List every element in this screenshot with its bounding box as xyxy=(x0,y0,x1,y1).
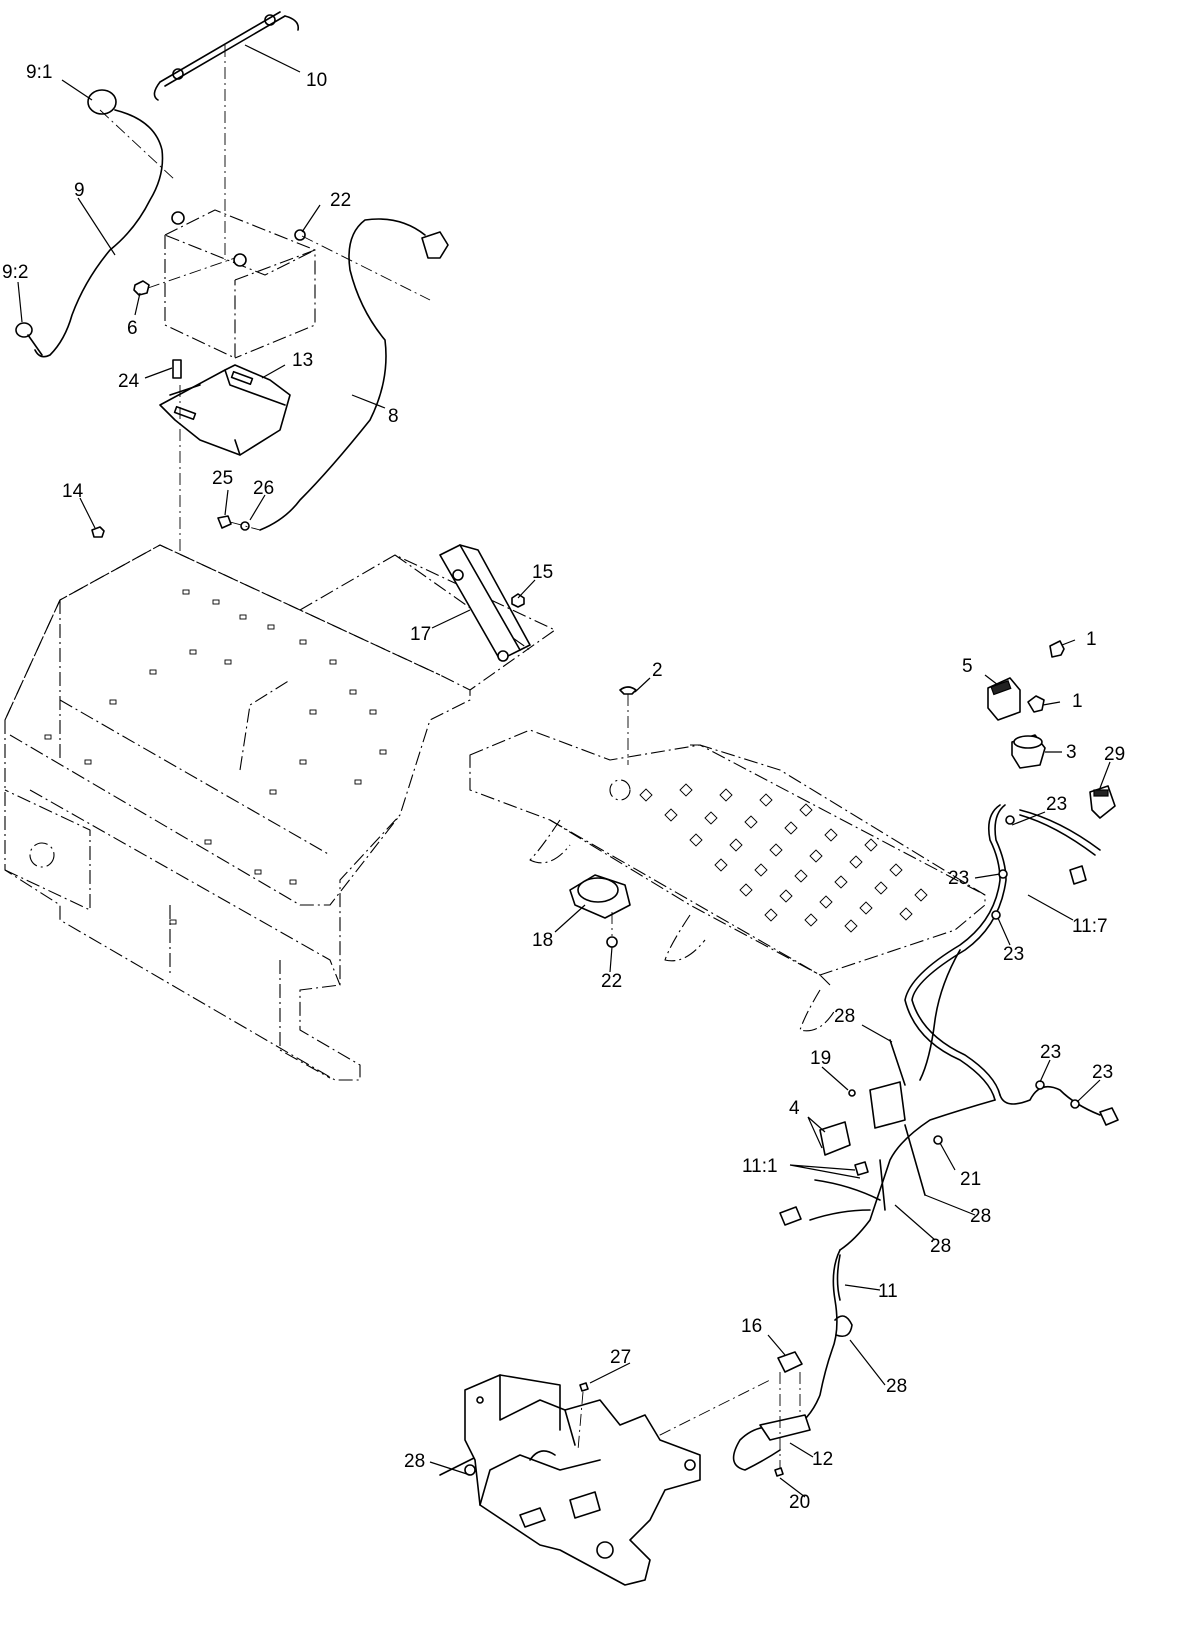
callout-23-d: 23 xyxy=(1040,1042,1061,1063)
callout-22-upper: 22 xyxy=(330,190,351,211)
callout-25: 25 xyxy=(212,468,233,489)
callout-22-lower: 22 xyxy=(601,971,622,992)
screw-27 xyxy=(579,1382,589,1392)
bolt-25 xyxy=(217,515,232,529)
nut-22-lower xyxy=(606,936,618,948)
clip-23c xyxy=(991,910,1001,920)
battery-tray xyxy=(159,359,291,555)
bolt-14 xyxy=(91,526,105,538)
connector-left xyxy=(779,1206,802,1226)
cable-ring-terminal-9-2 xyxy=(15,322,33,338)
callout-19: 19 xyxy=(810,1048,831,1069)
cable-tie-28c xyxy=(879,1159,886,1211)
callout-28-a: 28 xyxy=(834,1006,855,1027)
callout-23-b: 23 xyxy=(948,868,969,889)
callout-1-upper: 1 xyxy=(1086,629,1097,650)
callout-4: 4 xyxy=(789,1098,800,1119)
bracket-17 xyxy=(439,544,531,662)
battery-tie-down-strap xyxy=(153,11,300,101)
callout-20: 20 xyxy=(789,1492,810,1513)
lower-mounting-bracket xyxy=(464,1374,701,1586)
cable-terminal-boot-9-1 xyxy=(87,89,117,115)
nut-15 xyxy=(511,593,525,608)
seat-switch-assembly xyxy=(639,1351,811,1477)
fasteners-upper xyxy=(91,515,261,538)
callout-26: 26 xyxy=(253,478,274,499)
nut-22 xyxy=(294,229,306,241)
callout-23-a: 23 xyxy=(1046,794,1067,815)
clip-23a xyxy=(1005,815,1015,825)
callout-9-1: 9:1 xyxy=(26,62,52,83)
screw-20 xyxy=(774,1467,784,1477)
callout-23-c: 23 xyxy=(1003,944,1024,965)
bracket-12 xyxy=(759,1414,811,1441)
callout-21: 21 xyxy=(960,1169,981,1190)
callout-27: 27 xyxy=(610,1347,631,1368)
callout-11-7: 11:7 xyxy=(1072,916,1108,937)
chassis-frame xyxy=(4,544,986,1081)
screw-21 xyxy=(933,1135,943,1145)
clip-23b xyxy=(998,869,1008,879)
cable-tie-28b xyxy=(904,1124,926,1196)
battery-cable-negative xyxy=(34,109,164,358)
callout-24: 24 xyxy=(118,371,140,392)
relay-4 xyxy=(819,1121,851,1156)
connector-11-1 xyxy=(854,1161,869,1176)
connector-end-right xyxy=(1099,1107,1119,1126)
battery-cable-positive xyxy=(259,218,426,531)
callout-28-b: 28 xyxy=(970,1206,991,1227)
callout-14: 14 xyxy=(62,481,84,502)
callout-1-lower: 1 xyxy=(1072,691,1083,712)
washer-26 xyxy=(240,521,250,531)
fuse-block xyxy=(869,1081,906,1129)
callout-28-d: 28 xyxy=(886,1376,907,1397)
ignition-switch-group xyxy=(987,640,1116,819)
switch-16 xyxy=(777,1351,803,1373)
callout-23-e: 23 xyxy=(1092,1062,1113,1083)
callout-11-1: 11:1 xyxy=(742,1156,778,1177)
callout-3: 3 xyxy=(1066,742,1077,763)
battery-assembly xyxy=(15,11,449,531)
callout-9-2: 9:2 xyxy=(2,262,28,283)
callout-8: 8 xyxy=(388,406,399,427)
key-1b xyxy=(1027,695,1045,713)
key-1a xyxy=(1049,640,1065,658)
callout-18: 18 xyxy=(532,930,553,951)
platform-openings xyxy=(639,783,928,933)
bolt-24 xyxy=(172,359,182,379)
component-18 xyxy=(569,874,631,948)
callout-11: 11 xyxy=(878,1281,898,1302)
wire-harness-11 xyxy=(439,804,1119,1476)
cable-terminal-boot-8 xyxy=(421,231,449,259)
callout-28-c: 28 xyxy=(930,1236,951,1257)
callout-17: 17 xyxy=(410,624,431,645)
callout-10: 10 xyxy=(306,70,327,91)
callout-13: 13 xyxy=(292,350,313,371)
battery-terminal-negative xyxy=(171,211,185,225)
leader-lines xyxy=(17,44,1111,1498)
callout-labels: 9:1 10 9 22 9:2 6 24 13 8 14 25 26 15 17… xyxy=(2,62,1125,1513)
callout-12: 12 xyxy=(812,1449,833,1470)
connector-11-7 xyxy=(1069,865,1087,885)
bolt-6 xyxy=(133,280,150,296)
screw-19 xyxy=(848,1089,856,1097)
callout-2: 2 xyxy=(652,660,663,681)
clip-23d xyxy=(1035,1080,1045,1090)
callout-16: 16 xyxy=(741,1316,762,1337)
callout-9: 9 xyxy=(74,180,85,201)
callout-6: 6 xyxy=(127,318,138,339)
callout-15: 15 xyxy=(532,562,553,583)
callout-29: 29 xyxy=(1104,744,1125,765)
rivet-2 xyxy=(619,686,637,695)
callout-28-e: 28 xyxy=(404,1451,425,1472)
battery-terminal-positive xyxy=(233,253,247,267)
cable-tie-28a xyxy=(889,1039,906,1086)
chassis-holes xyxy=(44,589,387,925)
callout-5: 5 xyxy=(962,656,973,677)
